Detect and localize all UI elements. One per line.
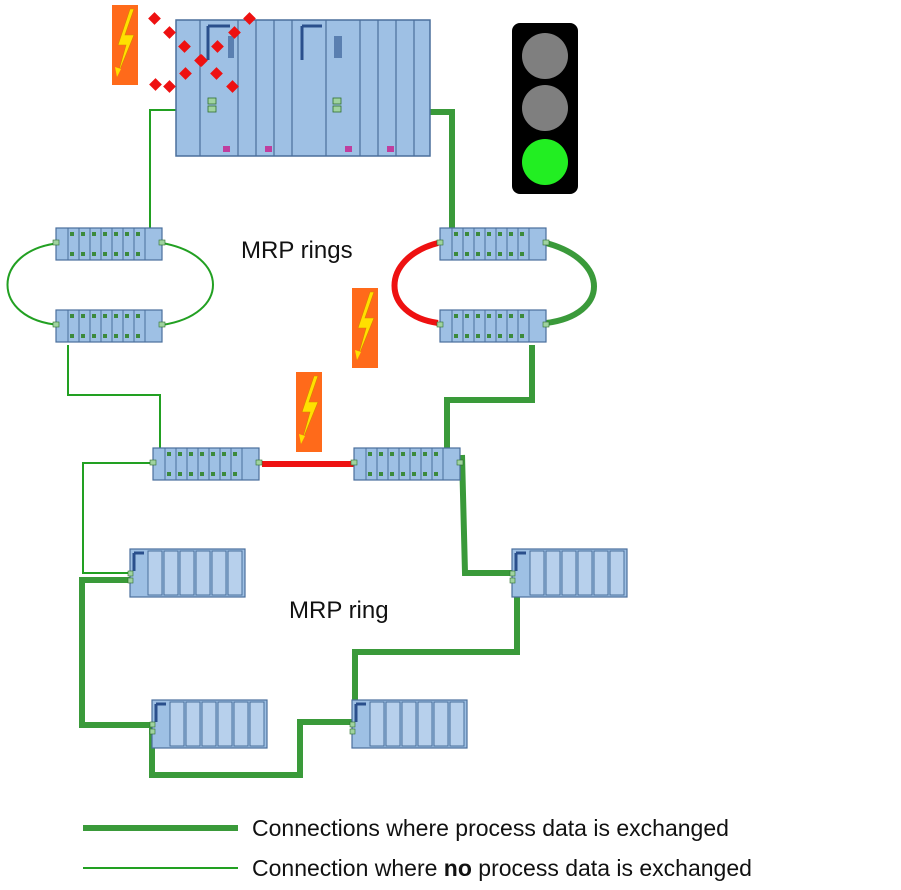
switch-lower-left (149, 447, 263, 481)
io-device-bottom-left (148, 698, 269, 750)
fault-connections (262, 240, 439, 467)
link-left-ring-right (161, 242, 214, 326)
plc-rack (175, 19, 431, 157)
traffic-light-green-lamp (522, 139, 568, 185)
legend-no-exchange-text: Connection where no process data is exch… (252, 855, 752, 882)
io-device-bottom-right (348, 698, 469, 750)
mrp-rings-label: MRP rings (241, 237, 353, 264)
inactive-connections (6, 109, 214, 574)
mrp-ring-label: MRP ring (289, 597, 389, 624)
link-lower-left-switch-to-io (82, 462, 153, 574)
link-left-ring-outer (6, 242, 61, 326)
link-ring-bottom (149, 719, 352, 778)
legend-no-exchange-suffix: process data is exchanged (471, 855, 752, 881)
link-right-ring-right (545, 240, 597, 326)
lightning-icon-plc (111, 4, 139, 86)
traffic-light (512, 23, 578, 194)
io-device-left (126, 547, 247, 599)
switch-top-right (436, 227, 550, 261)
io-device-right (508, 547, 629, 599)
link-left-ring-down (67, 345, 161, 448)
switch-mid-right (436, 309, 550, 343)
legend-exchanged-text: Connections where process data is exchan… (252, 815, 729, 841)
link-ring-left-side (79, 577, 155, 728)
link-ring-right-side (352, 578, 520, 725)
legend-no-exchange-prefix: Connection where (252, 855, 444, 881)
switch-top-left (52, 227, 166, 261)
switch-mid-left (52, 309, 166, 343)
legend-no-exchange-bold: no (443, 855, 472, 881)
lightning-icon-link (295, 371, 323, 453)
traffic-light-red-lamp (522, 33, 568, 79)
failed-cpu-cross (148, 12, 256, 93)
link-right-ring-down (444, 345, 535, 448)
active-connections (79, 109, 597, 778)
switch-lower-right (350, 447, 464, 481)
traffic-light-yellow-lamp (522, 85, 568, 131)
link-lower-right-switch-down (459, 454, 514, 576)
link-right-ring-left-broken (391, 240, 439, 326)
lightning-icon-ring (351, 287, 379, 369)
